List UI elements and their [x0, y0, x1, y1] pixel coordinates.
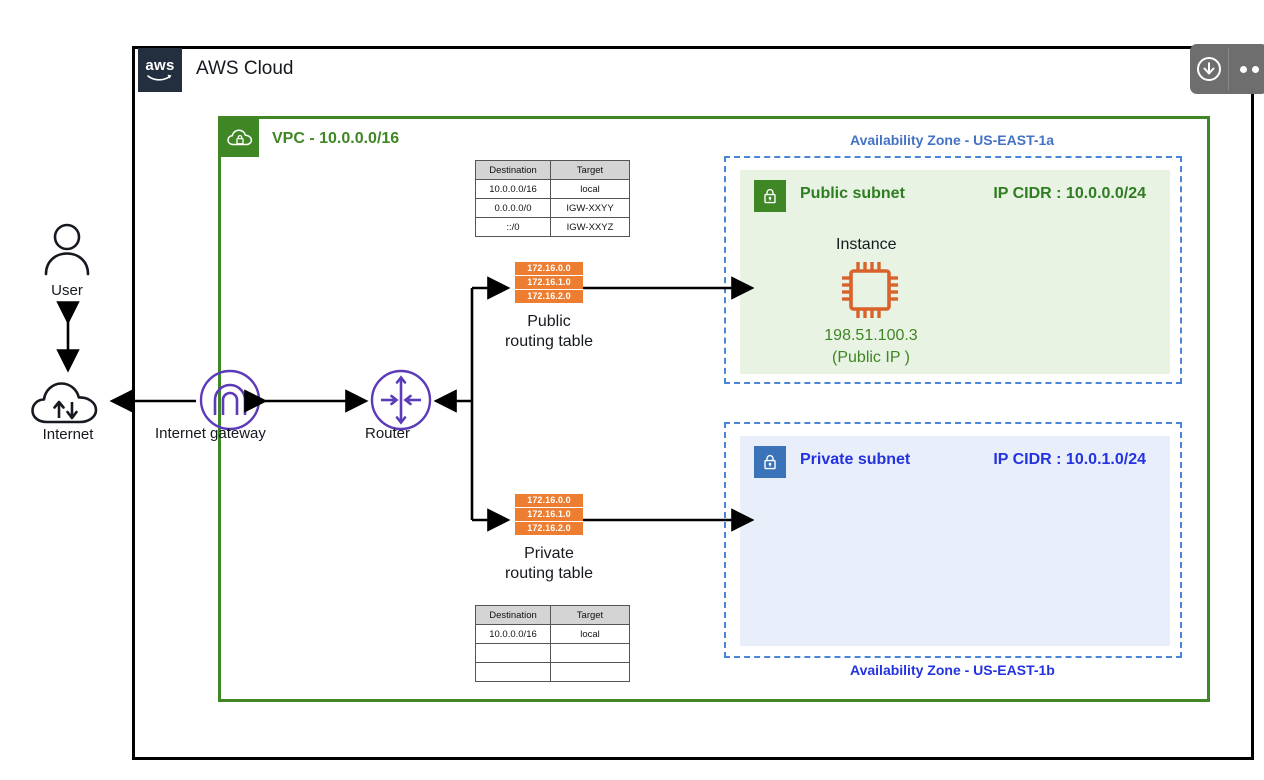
user-icon [40, 222, 94, 276]
vpc-boundary [218, 116, 1210, 702]
private-routing-table-caption: Private routing table [504, 545, 594, 582]
floating-toolbar[interactable] [1190, 44, 1264, 94]
private-subnet: Private subnet IP CIDR : 10.0.1.0/24 [740, 436, 1170, 646]
table-row: ::/0 IGW-XXYZ [475, 217, 630, 237]
availability-zone-a-boundary: Public subnet IP CIDR : 10.0.0.0/24 [724, 156, 1182, 384]
aws-cloud-title: AWS Cloud [196, 58, 294, 79]
aws-smile-icon [147, 74, 172, 81]
public-routing-table-stack: 172.16.0.0 172.16.1.0 172.16.2.0 [515, 262, 583, 303]
route-entry: 172.16.2.0 [515, 290, 583, 303]
toolbar-separator [1228, 48, 1229, 90]
vpc-cloud-lock-icon [221, 119, 259, 157]
vpc-title: VPC - 10.0.0.0/16 [272, 130, 400, 147]
public-subnet-name: Public subnet [800, 185, 905, 202]
column-header: Destination [475, 160, 551, 180]
aws-logo-text: aws [145, 57, 175, 74]
ec2-instance-icon [838, 258, 902, 322]
table-row: 10.0.0.0/16 local [475, 624, 630, 644]
cell-target [550, 662, 630, 682]
router-icon [370, 369, 432, 431]
route-entry: 172.16.2.0 [515, 522, 583, 535]
instance-public-ip: 198.51.100.3 (Public IP ) [811, 325, 931, 369]
more-options-icon [1239, 65, 1259, 73]
cell-target: local [550, 624, 630, 644]
public-subnet-cidr: IP CIDR : 10.0.0.0/24 [993, 185, 1146, 202]
table-row [475, 643, 630, 663]
route-entry: 172.16.1.0 [515, 508, 583, 522]
table-row [475, 662, 630, 682]
download-button[interactable] [1190, 44, 1228, 94]
cell-target: local [550, 179, 630, 199]
private-route-table: Destination Target 10.0.0.0/16 local [475, 605, 630, 682]
route-entry: 172.16.0.0 [515, 262, 583, 276]
cell-destination: ::/0 [475, 217, 551, 237]
instance-ip-note: (Public IP ) [832, 349, 910, 366]
instance-label: Instance [836, 236, 897, 253]
availability-zone-b-label: Availability Zone - US-EAST-1b [850, 662, 1055, 678]
column-header: Destination [475, 605, 551, 625]
internet-label: Internet [42, 426, 94, 443]
cell-destination: 0.0.0.0/0 [475, 198, 551, 218]
table-row: 0.0.0.0/0 IGW-XXYY [475, 198, 630, 218]
user-label: User [51, 282, 83, 299]
column-header: Target [550, 605, 630, 625]
column-header: Target [550, 160, 630, 180]
table-row: 10.0.0.0/16 local [475, 179, 630, 199]
cell-destination: 10.0.0.0/16 [475, 624, 551, 644]
cell-target: IGW-XXYZ [550, 217, 630, 237]
public-subnet: Public subnet IP CIDR : 10.0.0.0/24 [740, 170, 1170, 374]
availability-zone-b-boundary: Private subnet IP CIDR : 10.0.1.0/24 [724, 422, 1182, 658]
cell-target [550, 643, 630, 663]
route-entry: 172.16.1.0 [515, 276, 583, 290]
more-options-button[interactable] [1230, 44, 1264, 94]
cell-destination [475, 643, 551, 663]
aws-logo: aws [138, 48, 182, 92]
cell-target: IGW-XXYY [550, 198, 630, 218]
table-header-row: Destination Target [475, 605, 630, 625]
private-routing-table-stack: 172.16.0.0 172.16.1.0 172.16.2.0 [515, 494, 583, 535]
public-route-table: Destination Target 10.0.0.0/16 local 0.0… [475, 160, 630, 237]
public-routing-table-caption: Public routing table [504, 313, 594, 350]
router-label: Router [365, 425, 411, 442]
route-entry: 172.16.0.0 [515, 494, 583, 508]
subnet-lock-icon [754, 180, 786, 212]
subnet-lock-icon [754, 446, 786, 478]
aws-cloud-boundary [132, 46, 1254, 760]
instance-ip-value: 198.51.100.3 [824, 327, 918, 344]
availability-zone-a-label: Availability Zone - US-EAST-1a [850, 132, 1055, 148]
private-subnet-name: Private subnet [800, 451, 911, 468]
internet-gateway-label: Internet gateway [155, 425, 266, 442]
private-subnet-cidr: IP CIDR : 10.0.1.0/24 [993, 451, 1146, 468]
cell-destination [475, 662, 551, 682]
internet-cloud-icon [30, 378, 106, 426]
cell-destination: 10.0.0.0/16 [475, 179, 551, 199]
table-header-row: Destination Target [475, 160, 630, 180]
download-circle-icon [1197, 57, 1221, 81]
